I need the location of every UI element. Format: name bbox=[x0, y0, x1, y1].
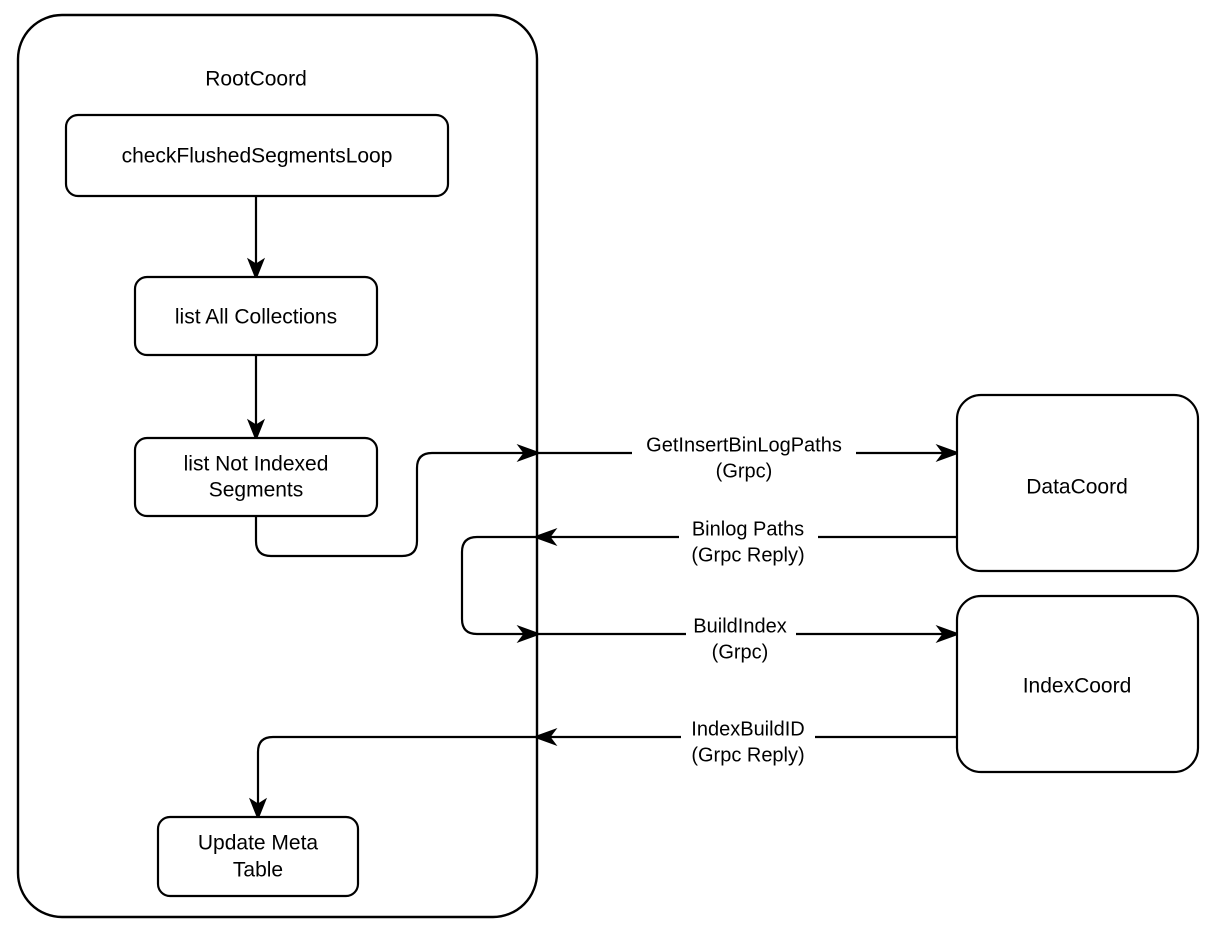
arrowhead-left-icon bbox=[532, 527, 558, 547]
edge-label-line-1: Binlog Paths bbox=[692, 518, 804, 540]
edge-line bbox=[460, 535, 957, 636]
arrowhead-right-icon bbox=[516, 624, 542, 644]
label-backing bbox=[632, 435, 856, 457]
edge-label-get-insert-binlog-paths: GetInsertBinLogPaths (Grpc) bbox=[632, 434, 856, 482]
rootcoord-title: RootCoord bbox=[205, 68, 307, 91]
node-label: list All Collections bbox=[175, 306, 337, 329]
node-label-line-1: Update Meta bbox=[198, 832, 319, 855]
edge-label-line-1: IndexBuildID bbox=[691, 718, 804, 740]
edge-line bbox=[256, 735, 957, 808]
arrowhead-right-icon bbox=[516, 443, 542, 463]
node-check-flushed-segments-loop[interactable]: checkFlushedSegmentsLoop bbox=[64, 113, 450, 198]
node-label-line-2: Segments bbox=[209, 479, 304, 502]
edge-label-line-2: (Grpc Reply) bbox=[691, 744, 804, 766]
node-list-not-indexed-segments[interactable]: list Not Indexed Segments bbox=[133, 436, 379, 518]
label-backing bbox=[679, 519, 818, 541]
node-label: IndexCoord bbox=[1023, 675, 1132, 698]
label-backing bbox=[681, 719, 815, 741]
edge-line bbox=[254, 451, 950, 558]
arrowhead-down-icon bbox=[248, 797, 268, 821]
node-box[interactable] bbox=[955, 393, 1200, 573]
node-label-line-1: list Not Indexed bbox=[184, 453, 329, 476]
edge-index-build-id-reply bbox=[248, 727, 957, 821]
node-index-coord[interactable]: IndexCoord bbox=[955, 594, 1200, 774]
edge-get-insert-binlog-paths bbox=[254, 443, 961, 558]
arrowhead-right-icon bbox=[935, 624, 961, 644]
edge-label-line-1: GetInsertBinLogPaths bbox=[646, 434, 842, 456]
node-label: DataCoord bbox=[1026, 476, 1128, 499]
node-list-all-collections[interactable]: list All Collections bbox=[133, 275, 379, 357]
arrowhead-left-icon bbox=[532, 727, 558, 747]
edge-binlog-paths-reply bbox=[460, 527, 961, 644]
arrowhead-right-icon bbox=[935, 443, 961, 463]
edge-list-all-collections-to-not-indexed bbox=[246, 355, 266, 442]
node-box[interactable] bbox=[64, 113, 450, 198]
edge-label-binlog-paths: Binlog Paths (Grpc Reply) bbox=[679, 518, 818, 566]
edge-label-line-2: (Grpc) bbox=[716, 460, 773, 482]
label-backing bbox=[686, 616, 796, 638]
node-data-coord[interactable]: DataCoord bbox=[955, 393, 1200, 573]
node-label: checkFlushedSegmentsLoop bbox=[122, 145, 393, 168]
edge-label-line-1: BuildIndex bbox=[693, 615, 786, 637]
arrowhead-down-icon bbox=[246, 257, 266, 281]
node-box[interactable] bbox=[156, 815, 360, 898]
edge-label-build-index: BuildIndex (Grpc) bbox=[686, 615, 796, 663]
edge-label-index-build-id: IndexBuildID (Grpc Reply) bbox=[681, 718, 815, 766]
node-box[interactable] bbox=[955, 594, 1200, 774]
node-label-line-2: Table bbox=[233, 859, 283, 882]
node-update-meta-table[interactable]: Update Meta Table bbox=[156, 815, 360, 898]
arrowhead-down-icon bbox=[246, 418, 266, 442]
node-box[interactable] bbox=[133, 436, 379, 518]
edge-label-line-2: (Grpc Reply) bbox=[691, 544, 804, 566]
edge-loop-to-list-all-collections bbox=[246, 196, 266, 281]
edge-label-line-2: (Grpc) bbox=[712, 641, 769, 663]
node-box[interactable] bbox=[133, 275, 379, 357]
